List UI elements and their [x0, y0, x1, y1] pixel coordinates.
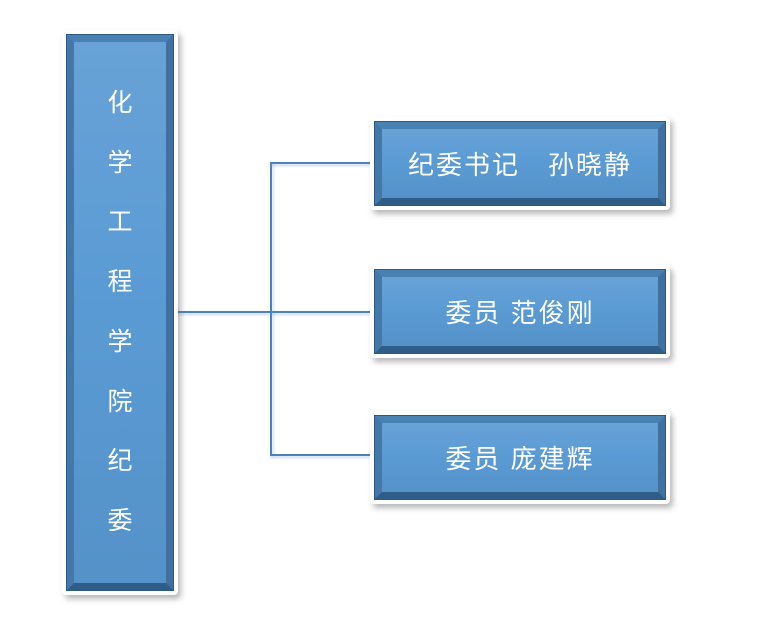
root-node-discipline-committee[interactable]: 化 学 工 程 学 院 纪 委	[62, 30, 178, 595]
connector-trunk	[270, 162, 272, 456]
member-node-label: 纪委书记 孙晓静	[407, 150, 632, 180]
connector-branch-member-2	[270, 454, 370, 456]
member-node-label: 委员 范俊刚	[445, 298, 595, 328]
member-node-pang-jianhui[interactable]: 委员 庞建辉	[370, 411, 670, 504]
member-node-label: 委员 庞建辉	[445, 444, 595, 474]
connector-root-stub	[176, 311, 271, 313]
root-node-char: 化	[107, 88, 133, 117]
root-node-char: 工	[107, 208, 133, 237]
member-node-fan-jungang[interactable]: 委员 范俊刚	[370, 265, 670, 358]
member-node-secretary[interactable]: 纪委书记 孙晓静	[370, 117, 670, 210]
root-node-char: 纪	[107, 447, 133, 476]
root-node-face: 化 学 工 程 学 院 纪 委	[66, 34, 174, 591]
root-node-char: 委	[107, 507, 133, 536]
member-node-face: 委员 范俊刚	[374, 269, 666, 354]
member-node-face: 纪委书记 孙晓静	[374, 121, 666, 206]
connector-branch-secretary	[270, 162, 370, 164]
root-node-char: 学	[107, 327, 133, 356]
root-node-char: 学	[107, 148, 133, 177]
root-node-char: 程	[107, 268, 133, 297]
member-node-face: 委员 庞建辉	[374, 415, 666, 500]
root-node-char: 院	[107, 387, 133, 416]
connector-branch-member-1	[272, 311, 370, 313]
